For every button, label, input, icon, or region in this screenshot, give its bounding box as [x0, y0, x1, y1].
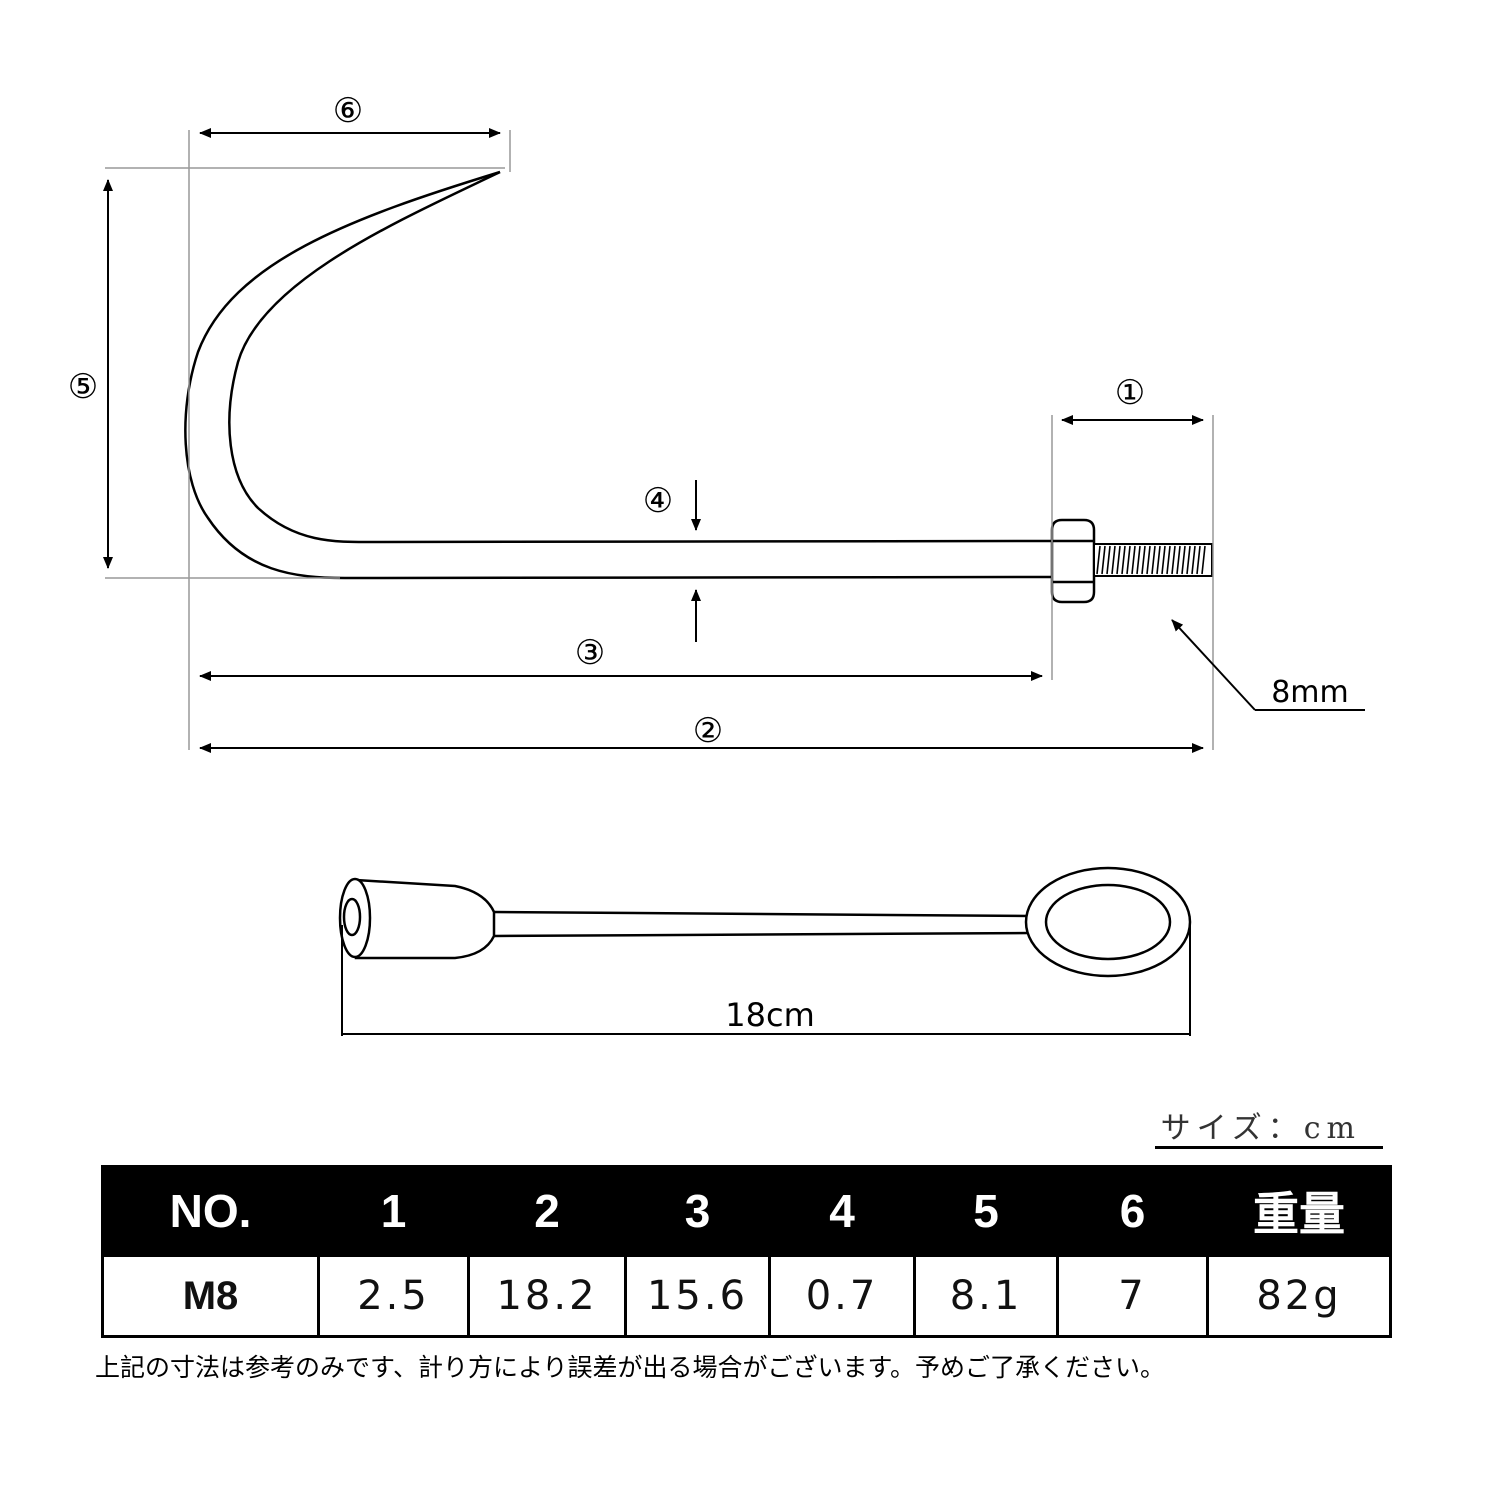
cell-weight: 82g: [1206, 1254, 1392, 1338]
threaded-rod: [1093, 543, 1213, 577]
dim-5-label: ⑤: [68, 367, 98, 407]
cell-3: 15.6: [624, 1254, 771, 1338]
unit-label: サイズ：cm: [1155, 1103, 1383, 1149]
header-1: 1: [317, 1165, 470, 1257]
disclaimer-note: 上記の寸法は参考のみです、計り方により誤差が出る場合がございます。予めご了承くだ…: [95, 1353, 1166, 1382]
tool-dimension: [341, 925, 1191, 1036]
cell-model: M8: [101, 1254, 320, 1338]
cell-5: 8.1: [913, 1254, 1059, 1338]
header-2: 2: [467, 1165, 627, 1257]
tool-handle: [354, 878, 496, 960]
dim-1-label: ①: [1115, 373, 1145, 413]
dim-6-label: ⑥: [333, 91, 363, 131]
header-5: 5: [913, 1165, 1059, 1257]
dim-3-label: ③: [575, 633, 605, 673]
cell-1: 2.5: [317, 1254, 470, 1338]
tool-shaft-bottom: [493, 931, 1031, 938]
dimension-lines: [103, 128, 1365, 753]
hex-nut: [1050, 518, 1096, 604]
cell-4: 0.7: [768, 1254, 916, 1338]
cell-6: 7: [1056, 1254, 1209, 1338]
table-header-row: NO. 1 2 3 4 5 6 重量: [101, 1165, 1392, 1257]
header-no: NO.: [101, 1165, 320, 1257]
header-4: 4: [768, 1165, 916, 1257]
dim-2-label: ②: [693, 711, 723, 751]
tool-ring-inner: [1044, 883, 1172, 961]
tool-shaft-top: [493, 910, 1031, 918]
thread-leader: [1171, 619, 1256, 711]
extension-lines: [105, 130, 1214, 750]
header-weight: 重量: [1206, 1165, 1392, 1257]
thread-size-label: 8mm: [1271, 675, 1349, 710]
cell-2: 18.2: [467, 1254, 627, 1338]
dim-4-label: ④: [643, 481, 673, 521]
header-3: 3: [624, 1165, 771, 1257]
table-row: M8 2.5 18.2 15.6 0.7 8.1 7 82g: [101, 1254, 1392, 1338]
extraction-tool: [338, 866, 1192, 978]
hook-inner-curve: [228, 170, 1053, 544]
header-6: 6: [1056, 1165, 1209, 1257]
hook-outer-curve: [184, 170, 1053, 580]
spec-table: NO. 1 2 3 4 5 6 重量 M8 2.5 18.2 15.6 0.7 …: [101, 1165, 1392, 1338]
tool-length-label: 18cm: [725, 996, 814, 1034]
hook: [184, 170, 1053, 580]
tool-grip-hole: [342, 897, 362, 937]
